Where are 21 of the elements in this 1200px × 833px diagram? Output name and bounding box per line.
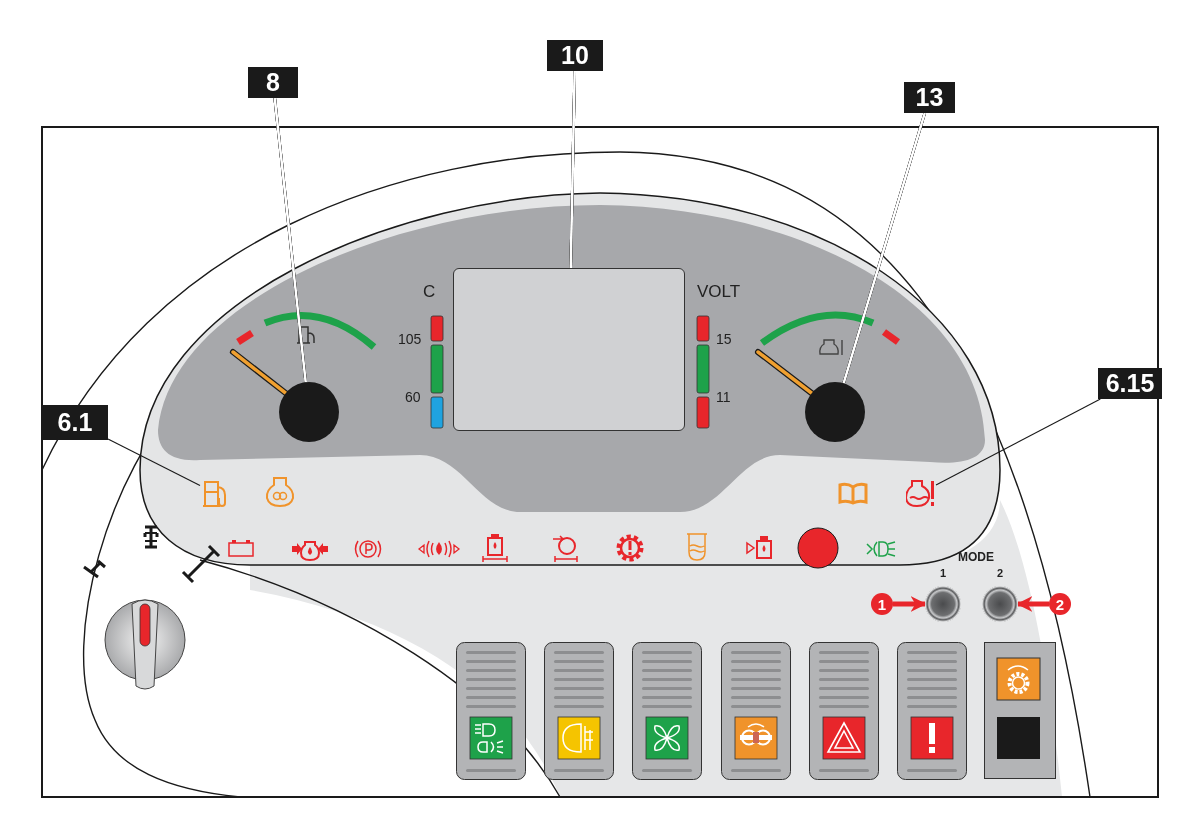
leader-line [935,398,1101,486]
callout-number: 10 [547,40,603,71]
callout-marker: 2 [1049,593,1071,615]
unit-label: C [423,283,436,300]
button-number: 2 [997,568,1004,579]
scale-label: 15 [716,332,732,346]
display-screen [453,268,685,431]
coolant-temperature-icon [906,478,936,508]
scale-label: 60 [405,390,421,404]
callout-number: 8 [248,67,298,98]
callout-number: 6.15 [1098,368,1162,399]
unit-label: VOLT [697,283,741,300]
callout-number: 6.1 [42,405,108,440]
arrow [1016,596,1049,612]
mode-label: MODE [958,551,994,563]
button-number: 1 [940,568,947,579]
scale-label: 11 [716,390,731,404]
scale-label: 105 [398,332,422,346]
leader-line [107,438,201,486]
arrow [893,596,927,612]
callout-number: 13 [904,82,955,113]
